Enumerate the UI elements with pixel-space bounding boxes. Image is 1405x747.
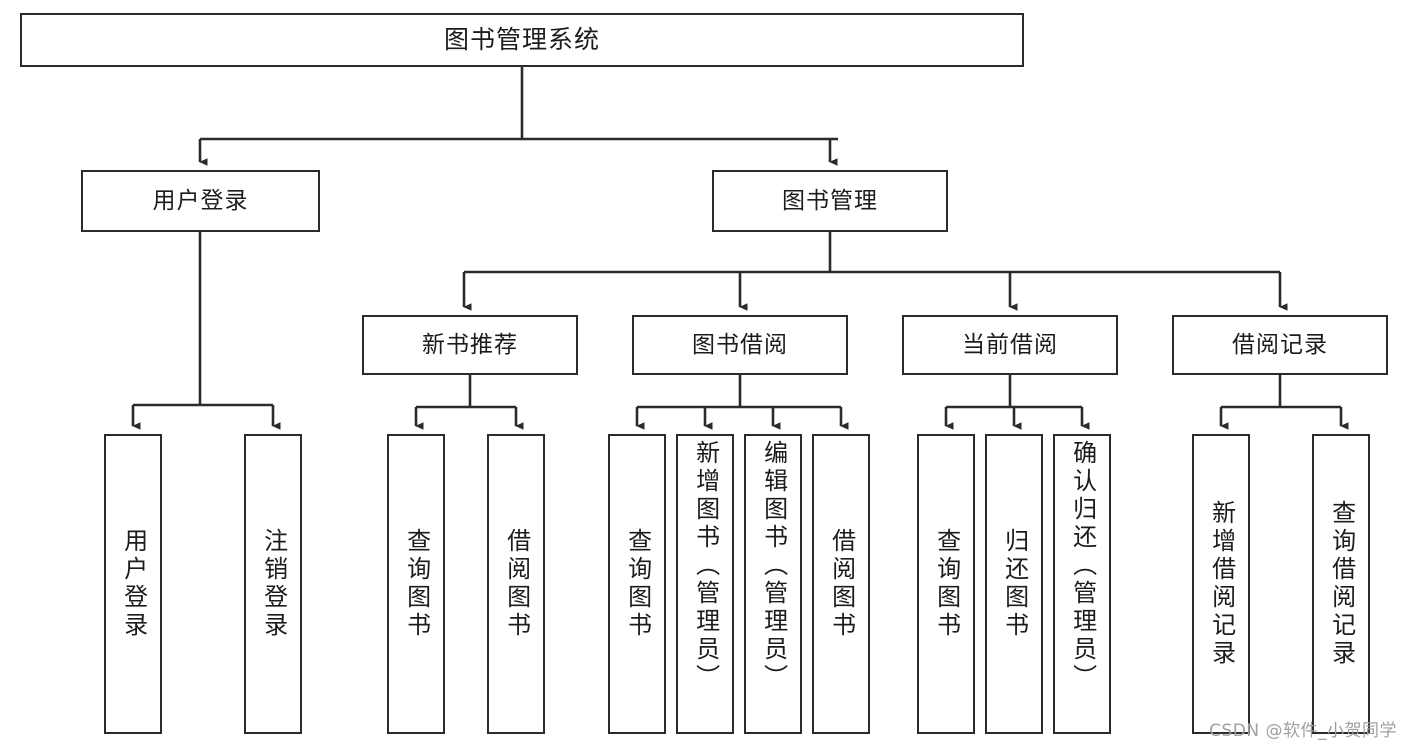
node-new-book-recommend[interactable]: 新书推荐	[362, 315, 578, 375]
leaf-query-book-current[interactable]: 查询图书	[917, 434, 975, 734]
leaf-user-login[interactable]: 用户登录	[104, 434, 162, 734]
leaf-edit-book-admin[interactable]: 编辑图书（管理员）	[744, 434, 802, 734]
node-label: 确认归还（管理员）	[1068, 440, 1097, 692]
leaf-query-book-recommend[interactable]: 查询图书	[387, 434, 445, 734]
node-label: 查询借阅记录	[1327, 500, 1356, 668]
node-label: 归还图书	[1000, 528, 1029, 640]
node-label: 借阅图书	[502, 528, 531, 640]
leaf-confirm-return-admin[interactable]: 确认归还（管理员）	[1053, 434, 1111, 734]
node-label: 图书借阅	[692, 331, 788, 358]
node-label: 注销登录	[259, 528, 288, 640]
watermark: CSDN @软件_小贺同学	[1209, 721, 1397, 741]
node-label: 当前借阅	[962, 331, 1058, 358]
node-label: 用户登录	[152, 187, 249, 214]
node-label: 用户登录	[119, 528, 148, 640]
node-label: 借阅记录	[1232, 331, 1328, 358]
leaf-return-book[interactable]: 归还图书	[985, 434, 1043, 734]
node-book-borrow[interactable]: 图书借阅	[632, 315, 848, 375]
leaf-add-book-admin[interactable]: 新增图书（管理员）	[676, 434, 734, 734]
leaf-query-book-borrow[interactable]: 查询图书	[608, 434, 666, 734]
node-book-management[interactable]: 图书管理	[712, 170, 948, 232]
node-label: 查询图书	[623, 528, 652, 640]
node-label: 图书管理系统	[443, 25, 600, 55]
leaf-query-borrow-record[interactable]: 查询借阅记录	[1312, 434, 1370, 734]
node-user-login[interactable]: 用户登录	[81, 170, 320, 232]
node-root-system[interactable]: 图书管理系统	[20, 13, 1024, 67]
node-label: 新增图书（管理员）	[691, 440, 720, 692]
leaf-borrow-book[interactable]: 借阅图书	[812, 434, 870, 734]
leaf-add-borrow-record[interactable]: 新增借阅记录	[1192, 434, 1250, 734]
leaf-borrow-book-recommend[interactable]: 借阅图书	[487, 434, 545, 734]
node-label: 新书推荐	[422, 331, 518, 358]
node-label: 编辑图书（管理员）	[759, 440, 788, 692]
node-label: 查询图书	[932, 528, 961, 640]
node-current-borrow[interactable]: 当前借阅	[902, 315, 1118, 375]
node-borrow-record[interactable]: 借阅记录	[1172, 315, 1388, 375]
leaf-user-logout[interactable]: 注销登录	[244, 434, 302, 734]
node-label: 图书管理	[782, 187, 878, 214]
node-label: 查询图书	[402, 528, 431, 640]
node-label: 借阅图书	[827, 528, 856, 640]
node-label: 新增借阅记录	[1207, 500, 1236, 668]
